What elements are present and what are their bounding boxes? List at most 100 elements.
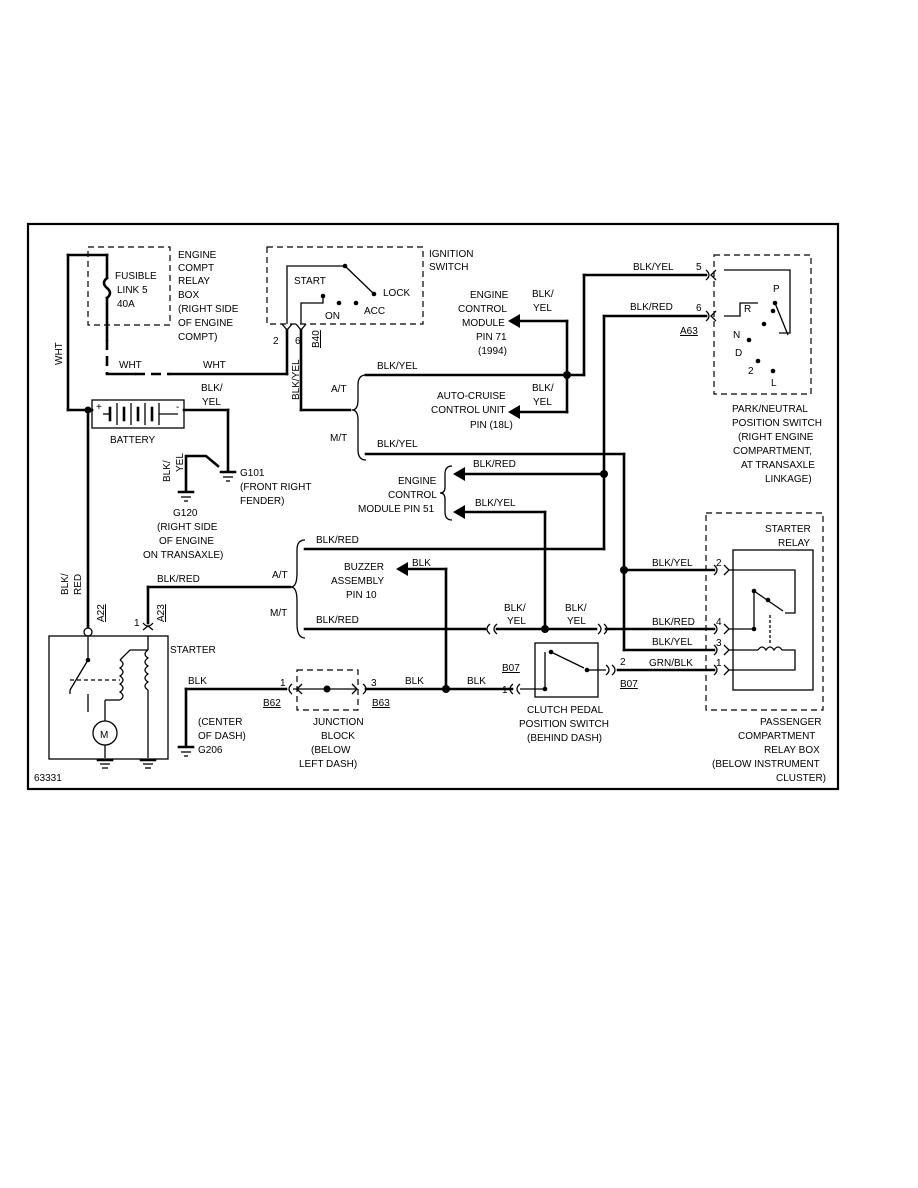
clutch-pin-2: 2	[620, 657, 626, 668]
svg-text:CLUTCH PEDAL: CLUTCH PEDAL	[527, 705, 604, 716]
wire-label-batt-blkyel-b: YEL	[202, 397, 221, 408]
starter-motor-m: M	[100, 730, 108, 741]
jb-pin-1: 1	[280, 678, 286, 689]
clutch-switch	[509, 649, 616, 695]
g101-ground-icon	[219, 470, 237, 482]
battery-minus: -	[176, 402, 179, 413]
park-neutral-switch	[724, 269, 791, 374]
svg-text:CONTROL: CONTROL	[388, 490, 437, 501]
wire-label-blk-red-at2: BLK/RED	[316, 535, 359, 546]
g120-label: G120 (RIGHT SIDE OF ENGINE ON TRANSAXLE)	[143, 508, 223, 561]
wire-label-grn-blk: GRN/BLK	[649, 658, 693, 669]
wire-label-mid-a2: YEL	[507, 616, 526, 627]
auto-cruise-label: AUTO-CRUISE CONTROL UNIT PIN (18L)	[431, 391, 513, 431]
ignition-switch-title-1: IGNITION	[429, 249, 473, 260]
wire-label-g120-b: YEL	[175, 453, 186, 472]
svg-text:COMPT): COMPT)	[178, 332, 217, 343]
park-neutral-outline	[713, 254, 812, 395]
ignition-switch-outline	[266, 246, 424, 325]
passenger-relay-box-label: PASSENGER COMPARTMENT RELAY BOX (BELOW I…	[712, 717, 826, 784]
wire-label-mid-b1: BLK/	[565, 603, 587, 614]
wire-label-blk-jb-out: BLK	[405, 676, 424, 687]
clutch-connector-right: B07	[620, 679, 638, 690]
relay-box-label: ENGINE COMPT RELAY BOX (RIGHT SIDE OF EN…	[178, 250, 239, 343]
wire-label-mid-a1: BLK/	[504, 603, 526, 614]
jb-connector-b63: B63	[372, 698, 390, 709]
pn-pos-p: P	[773, 284, 780, 295]
starter-relay-outline	[732, 549, 814, 691]
wire-label-blk-yel-at: BLK/YEL	[377, 361, 418, 372]
starter-ground-icon-1	[96, 758, 114, 769]
svg-text:(BEHIND DASH): (BEHIND DASH)	[527, 733, 602, 744]
fusible-link	[66, 253, 112, 374]
svg-text:(1994): (1994)	[478, 346, 507, 357]
svg-text:OF DASH): OF DASH)	[198, 731, 246, 742]
wire-label-blk-yel-ecm51: BLK/YEL	[475, 498, 516, 509]
wire-label-blk-g206: BLK	[188, 676, 207, 687]
wire-label-blk-red-relay4: BLK/RED	[652, 617, 695, 628]
wire-label-ecm71-b: YEL	[533, 303, 552, 314]
ignition-acc-label: ACC	[364, 306, 385, 317]
wire-label-mid-b2: YEL	[567, 616, 586, 627]
clutch-connector-top: B07	[502, 663, 520, 674]
svg-text:ASSEMBLY: ASSEMBLY	[331, 576, 384, 587]
park-neutral-label: PARK/NEUTRAL POSITION SWITCH (RIGHT ENGI…	[732, 404, 822, 485]
svg-text:PASSENGER: PASSENGER	[760, 717, 822, 728]
svg-text:LEFT DASH): LEFT DASH)	[299, 759, 357, 770]
pn-pin-5: 5	[696, 262, 702, 273]
svg-text:OF ENGINE: OF ENGINE	[159, 536, 214, 547]
relay-pin-3: 3	[716, 638, 722, 649]
starter-ground-icon-2	[139, 758, 157, 769]
svg-text:COMPT: COMPT	[178, 263, 214, 274]
svg-text:MODULE: MODULE	[462, 318, 505, 329]
fusible-link-number: LINK 5	[117, 285, 148, 296]
wire-label-ecm71-a: BLK/	[532, 289, 554, 300]
wire-label-blk-yel-relay2: BLK/YEL	[652, 558, 693, 569]
svg-text:POSITION SWITCH: POSITION SWITCH	[519, 719, 609, 730]
clutch-pin-1: 1	[502, 685, 508, 696]
g101-label: G101 (FRONT RIGHT FENDER)	[240, 468, 311, 507]
wire-label-wht-2: WHT	[203, 360, 226, 371]
jb-connector-b62: B62	[263, 698, 281, 709]
svg-text:ENGINE: ENGINE	[178, 250, 217, 261]
wire-label-blk-red-v-a: BLK/	[60, 573, 71, 595]
svg-text:COMPARTMENT,: COMPARTMENT,	[733, 446, 812, 457]
svg-text:PIN (18L): PIN (18L)	[470, 420, 513, 431]
svg-text:(RIGHT SIDE: (RIGHT SIDE	[157, 522, 218, 533]
svg-text:ENGINE: ENGINE	[470, 290, 509, 301]
svg-text:OF ENGINE: OF ENGINE	[178, 318, 233, 329]
at-label-2: A/T	[272, 570, 288, 581]
svg-text:BLOCK: BLOCK	[321, 731, 355, 742]
figure-id: 63331	[34, 773, 62, 784]
svg-text:AUTO-CRUISE: AUTO-CRUISE	[437, 391, 506, 402]
svg-text:JUNCTION: JUNCTION	[313, 717, 364, 728]
pn-pos-2: 2	[748, 366, 754, 377]
svg-text:ON TRANSAXLE): ON TRANSAXLE)	[143, 550, 223, 561]
svg-text:CLUSTER): CLUSTER)	[776, 773, 826, 784]
wire-label-blk-red-a23: BLK/RED	[157, 574, 200, 585]
at-label-1: A/T	[331, 384, 347, 395]
svg-text:(BELOW INSTRUMENT: (BELOW INSTRUMENT	[712, 759, 820, 770]
clutch-switch-label: CLUTCH PEDAL POSITION SWITCH (BEHIND DAS…	[519, 705, 609, 744]
g206-label: (CENTER OF DASH) G206	[198, 717, 246, 756]
passenger-relay-box-outline	[705, 512, 824, 711]
svg-text:PIN 10: PIN 10	[346, 590, 377, 601]
wire-label-blk-yel-mt: BLK/YEL	[377, 439, 418, 450]
ecm-51-label: ENGINE CONTROL MODULE PIN 51	[358, 476, 437, 515]
ignition-switch	[281, 263, 377, 332]
svg-text:RELAY BOX: RELAY BOX	[764, 745, 820, 756]
svg-text:CONTROL: CONTROL	[458, 304, 507, 315]
wire-label-blk-buzzer: BLK	[412, 558, 431, 569]
svg-text:(RIGHT SIDE: (RIGHT SIDE	[178, 304, 239, 315]
buzzer-label: BUZZER ASSEMBLY PIN 10	[331, 562, 384, 601]
relay-pin-1: 1	[716, 658, 722, 669]
fusible-link-name: FUSIBLE	[115, 271, 157, 282]
pn-connector-a63: A63	[680, 326, 698, 337]
svg-text:RELAY: RELAY	[178, 276, 210, 287]
at-mt-brace-2	[290, 539, 306, 639]
svg-text:(FRONT RIGHT: (FRONT RIGHT	[240, 482, 311, 493]
diagram-frame	[26, 222, 840, 791]
junction-block-outline	[296, 669, 359, 711]
mt-label-2: M/T	[270, 608, 287, 619]
